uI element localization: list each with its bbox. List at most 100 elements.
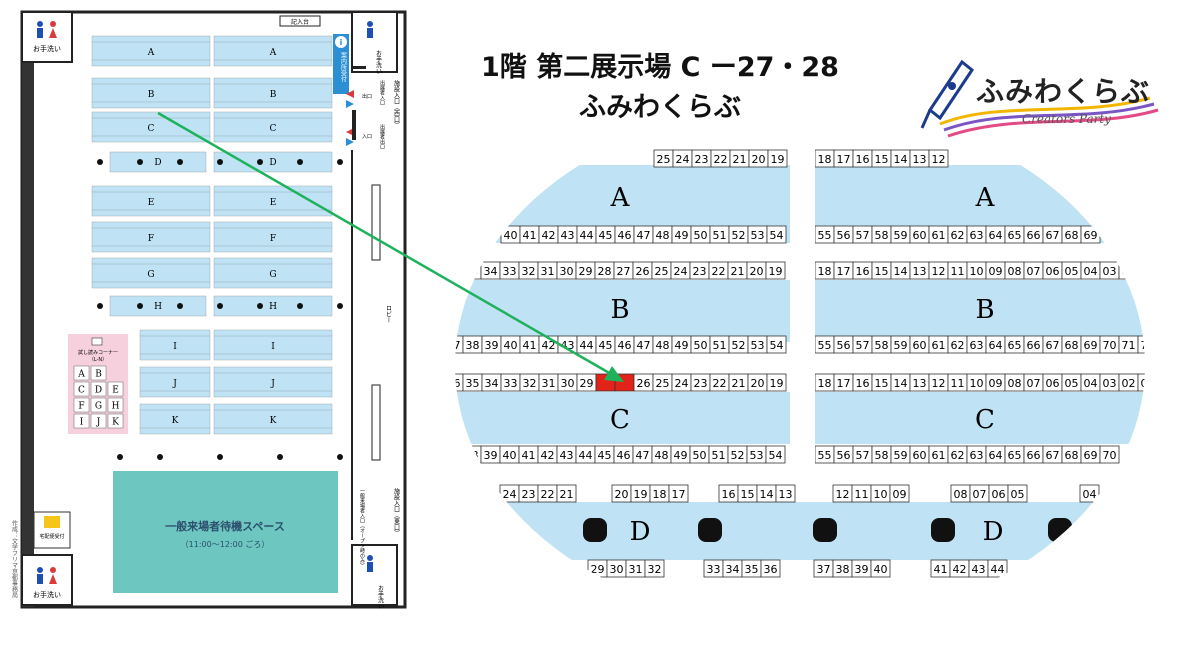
- restroom-top-icon: [37, 21, 57, 38]
- seat-top-left-number: 22: [714, 153, 728, 166]
- seat-B2-left-number: 52: [732, 339, 746, 352]
- seat-B1-right-number: 04: [1084, 265, 1098, 278]
- seat-top-left-number: 24: [676, 153, 690, 166]
- seat-B2-left-number: 42: [542, 339, 556, 352]
- seat-B1-left-number: 27: [617, 265, 631, 278]
- seat-B1-right-number: 14: [894, 265, 908, 278]
- block-row-letter: I: [271, 342, 275, 352]
- block-row-letter: D: [154, 158, 161, 168]
- pillar: [297, 303, 303, 309]
- floor-block: [213, 35, 333, 67]
- page-title: 1階 第二展示場 C ー27・28 ふみわくらぶ: [440, 48, 880, 128]
- block-row-letter: H: [154, 302, 162, 312]
- seat-C1-right-number: 11: [951, 377, 965, 390]
- pillar: [137, 303, 143, 309]
- seat-D1-number: 07: [973, 488, 987, 501]
- reading-corner-label: 試し読みコーナー: [78, 349, 118, 356]
- seat-A2-left-number: 43: [561, 229, 575, 242]
- seat-B2-right-number: 68: [1065, 339, 1079, 352]
- seat-A2-right-number: 68: [1065, 229, 1079, 242]
- floor-block: [91, 35, 211, 67]
- seat-C2-left-number: 43: [560, 449, 574, 462]
- block-row-letter: H: [269, 302, 277, 312]
- seat-C2-left-number: 50: [693, 449, 707, 462]
- seat-B2-left-number: 43: [561, 339, 575, 352]
- seat-D2-number: 36: [764, 563, 778, 576]
- seat-B2-left-number: 53: [751, 339, 765, 352]
- seat-A2-left-number: 47: [637, 229, 651, 242]
- seat-B2-left-number: 48: [656, 339, 670, 352]
- panel-cell: [73, 413, 90, 429]
- seat-D1-number: 17: [672, 488, 686, 501]
- block-row-letter: E: [270, 198, 277, 208]
- seat-B2-left-number: 46: [618, 339, 632, 352]
- seat-C2-left-number: 46: [617, 449, 631, 462]
- seat-B2-right-number: 60: [913, 339, 927, 352]
- seat-C2-left-number: 53: [750, 449, 764, 462]
- block-row-letter: F: [270, 234, 276, 244]
- seat-C2-right-number: 59: [894, 449, 908, 462]
- block-row-letter: F: [148, 234, 154, 244]
- seat-C1-right-number: 15: [875, 377, 889, 390]
- seat-D2-number: 44: [991, 563, 1005, 576]
- seat-A2-left-number: 53: [751, 229, 765, 242]
- block-B-right: [815, 280, 1145, 342]
- block-row-letter: A: [147, 48, 155, 58]
- seat-C1-left-number: 32: [523, 377, 537, 390]
- seat-B1-left-number: 22: [712, 265, 726, 278]
- pillar: [177, 159, 183, 165]
- seat-B1-right-number: 08: [1008, 265, 1022, 278]
- seat-C2-right-number: 65: [1008, 449, 1022, 462]
- seat-D2-number: 40: [874, 563, 888, 576]
- seat-C2-left-number: 54: [769, 449, 783, 462]
- seat-D2-number: 30: [610, 563, 624, 576]
- block-row-letter: C: [270, 124, 277, 134]
- seat-C2-left-number: 42: [541, 449, 555, 462]
- seat-C2-left-number: 44: [579, 449, 593, 462]
- seat-B2-left-number: 49: [675, 339, 689, 352]
- seat-B1-left-number: 33: [503, 265, 517, 278]
- seat-B1-left-number: 25: [655, 265, 669, 278]
- seat-top-right-number: 13: [913, 153, 927, 166]
- seat-C1-right-number: 04: [1084, 377, 1098, 390]
- pillar: [297, 159, 303, 165]
- pillar: [217, 159, 223, 165]
- seat-D1-number: 21: [560, 488, 574, 501]
- panel-cell: [90, 397, 107, 413]
- seat-B1-left-number: 32: [522, 265, 536, 278]
- block-C-left: [455, 392, 790, 444]
- seat-B2-left: [766, 335, 787, 354]
- seat-C2-right-number: 62: [951, 449, 965, 462]
- block-row-letter: B: [270, 90, 277, 100]
- seat-C2-right-number: 57: [856, 449, 870, 462]
- pillar: [257, 303, 263, 309]
- label-block-D-right: D: [983, 517, 1004, 547]
- seat-A2-right-number: 57: [856, 229, 870, 242]
- seat-B2-left-number: 51: [713, 339, 727, 352]
- seat-C2-right-number: 70: [1103, 449, 1117, 462]
- seat-D2-number: 39: [855, 563, 869, 576]
- seat-B2-right-number: 65: [1008, 339, 1022, 352]
- seat-C2-left-number: 47: [636, 449, 650, 462]
- fountain-pen-nib-icon: [920, 59, 1159, 138]
- lobby-label: ロビー: [385, 305, 392, 323]
- seat-C2-right-number: 56: [837, 449, 851, 462]
- entrance-west-label: 施設入口（西口）: [393, 79, 400, 128]
- seat-B2-right-number: 58: [875, 339, 889, 352]
- floor-plan-svg: お手洗い お手洗い お手洗い お手洗い 記入台 i 案内所受付 施設入口（西口）…: [11, 10, 407, 609]
- panel-letter: A: [77, 370, 85, 380]
- block-row-letter: K: [172, 416, 179, 426]
- seat-D1: [775, 484, 796, 503]
- logo-text: ふみわくらぶ: [976, 75, 1151, 108]
- floor-block: [139, 403, 211, 435]
- pillar: [337, 159, 343, 165]
- seat-B1-left-number: 23: [693, 265, 707, 278]
- panel-cell: [73, 397, 90, 413]
- seat-top-right-number: 15: [875, 153, 889, 166]
- credit-label: 作成：文学フリマ京都事務局: [11, 519, 18, 599]
- seat-B1-left-number: 20: [750, 265, 764, 278]
- pillar: [337, 303, 343, 309]
- reading-corner-sub: （L-N）: [89, 357, 107, 363]
- seat-D1-end: [1079, 484, 1100, 503]
